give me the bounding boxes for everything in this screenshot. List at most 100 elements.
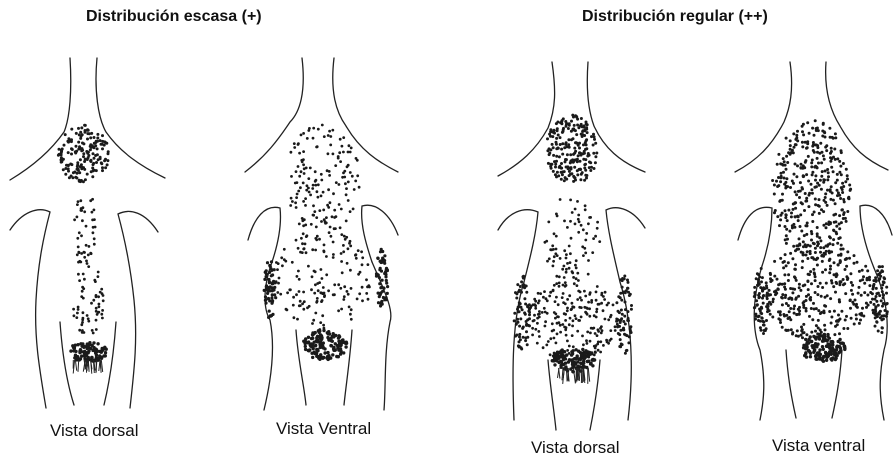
stipple-dot	[885, 315, 888, 318]
stipple-dot	[829, 297, 832, 300]
stipple-dot	[582, 359, 585, 362]
stipple-dot	[358, 292, 361, 295]
tuft-marks-layer	[73, 360, 590, 384]
stipple-dot	[820, 175, 823, 178]
stipple-dot	[327, 134, 330, 137]
stipple-dot	[584, 349, 587, 352]
stipple-dot	[581, 348, 584, 351]
stipple-dot	[89, 136, 92, 139]
stipple-dot	[580, 123, 583, 126]
stipple-dot	[871, 292, 874, 295]
stipple-dot	[782, 266, 785, 269]
tuft-stroke	[99, 360, 100, 371]
stipple-dot	[575, 267, 578, 270]
stipple-dot	[865, 302, 868, 305]
stipple-dot	[880, 331, 883, 334]
stipple-dot	[570, 353, 573, 356]
stipple-dot	[308, 127, 311, 130]
stipple-dot	[821, 170, 824, 173]
stipple-dot	[785, 242, 788, 245]
stipple-dot	[71, 148, 74, 151]
stipple-dot	[577, 279, 580, 282]
stipple-dot	[75, 177, 78, 180]
stipple-dot	[570, 138, 573, 141]
stipple-dot	[97, 158, 100, 161]
stipple-dot	[800, 230, 803, 233]
stipple-dot	[778, 224, 781, 227]
stipple-dot	[355, 253, 358, 256]
stipple-dot	[100, 162, 103, 165]
stipple-dot	[839, 197, 842, 200]
stipple-dot	[797, 215, 800, 218]
stipple-dot	[91, 211, 94, 214]
stipple-dot	[534, 307, 537, 310]
stipple-dot	[298, 223, 301, 226]
stipple-dot	[755, 304, 758, 307]
stipple-dot	[785, 177, 788, 180]
stipple-dot	[323, 351, 326, 354]
stipple-dot	[90, 356, 93, 359]
stipple-dot	[304, 224, 307, 227]
stipple-dot	[570, 237, 573, 240]
stipple-dot	[72, 308, 75, 311]
stipple-dot	[560, 171, 563, 174]
stipple-dot	[789, 186, 792, 189]
stipple-dot	[878, 265, 881, 268]
stipple-dot	[849, 307, 852, 310]
stipple-dot	[799, 225, 802, 228]
stipple-dot	[548, 257, 551, 260]
stipple-dot	[832, 285, 835, 288]
stipple-dot	[852, 303, 855, 306]
stipple-dot	[329, 201, 332, 204]
stipple-dot	[813, 134, 816, 137]
stipple-dot	[574, 357, 577, 360]
stipple-dot	[538, 316, 541, 319]
stipple-dot	[814, 330, 817, 333]
stipple-dot	[567, 127, 570, 130]
stipple-dot	[848, 184, 851, 187]
stipple-dot	[824, 328, 827, 331]
stipple-dot	[338, 183, 341, 186]
stipple-dot	[280, 256, 283, 259]
stipple-dot	[291, 200, 294, 203]
stipple-dot	[615, 301, 618, 304]
stipple-dot	[580, 117, 583, 120]
stipple-dot	[297, 165, 300, 168]
stipple-dot	[623, 333, 626, 336]
stipple-dot	[538, 335, 541, 338]
stipple-dot	[776, 215, 779, 218]
stipple-dot	[89, 199, 92, 202]
stipple-dot	[327, 152, 330, 155]
stipple-dot	[77, 200, 80, 203]
stipple-dot	[760, 329, 763, 332]
stipple-dot	[311, 322, 314, 325]
stipple-dot	[584, 158, 587, 161]
stipple-dot	[834, 136, 837, 139]
stipple-dot	[843, 200, 846, 203]
stipple-dot	[340, 208, 343, 211]
stipple-dot	[803, 209, 806, 212]
stipple-dot	[104, 351, 107, 354]
stipple-dot	[801, 328, 804, 331]
stipple-dot	[361, 286, 364, 289]
caption-ventral-scarce: Vista Ventral	[276, 419, 371, 439]
stipple-dot	[556, 171, 559, 174]
stipple-dot	[91, 175, 94, 178]
stipple-dot	[338, 340, 341, 343]
stipple-dot	[350, 318, 353, 321]
stipple-dot	[564, 143, 567, 146]
stipple-dot	[598, 240, 601, 243]
stipple-dot	[568, 245, 571, 248]
stipple-dot	[526, 343, 529, 346]
stipple-dot	[80, 135, 83, 138]
stipple-dot	[86, 262, 89, 265]
stipple-dot	[814, 247, 817, 250]
stipple-dot	[94, 154, 97, 157]
stipple-dot	[780, 172, 783, 175]
stipple-dot	[565, 178, 568, 181]
stipple-dot	[839, 350, 842, 353]
stipple-dot	[333, 227, 336, 230]
stipple-dot	[81, 286, 84, 289]
stipple-dot	[794, 215, 797, 218]
stipple-dot	[565, 326, 568, 329]
